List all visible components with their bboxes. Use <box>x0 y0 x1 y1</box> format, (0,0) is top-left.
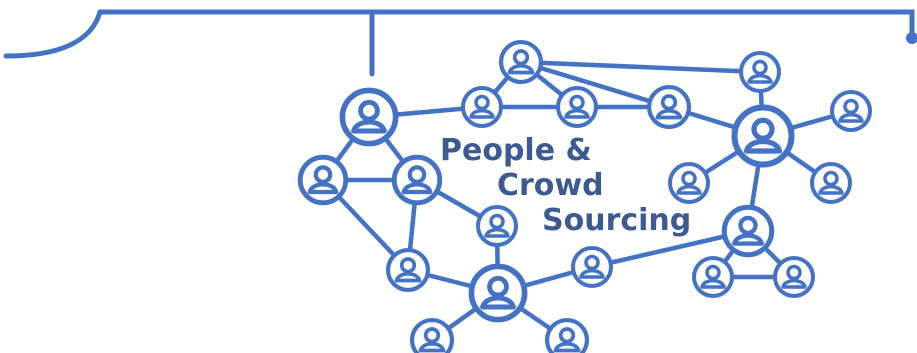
person-icon <box>394 157 440 203</box>
person-icon <box>501 42 541 82</box>
edge <box>518 59 763 75</box>
label-line-2: Crowd <box>497 168 604 203</box>
person-icon <box>547 320 587 353</box>
frame-left-arc <box>3 9 103 59</box>
edge <box>518 59 672 110</box>
person-icon <box>739 51 781 93</box>
person-icon <box>471 266 524 319</box>
label-line-1: People & <box>440 133 592 168</box>
person-icon <box>388 250 428 290</box>
frame-end-dot <box>906 32 917 44</box>
frame-connector <box>3 9 917 77</box>
person-icon <box>810 162 852 204</box>
person-icon <box>461 86 503 128</box>
person-icon <box>300 157 346 203</box>
person-icon <box>830 90 872 132</box>
person-icon <box>724 207 772 255</box>
label-line-3: Sourcing <box>542 203 691 238</box>
person-icon <box>735 108 792 165</box>
person-icon <box>692 256 734 298</box>
person-icon <box>571 246 613 288</box>
person-icon <box>476 205 518 247</box>
person-icon <box>556 86 598 128</box>
person-icon <box>342 90 395 143</box>
person-icon <box>649 87 689 127</box>
diagram-label: People & Crowd Sourcing <box>440 133 691 238</box>
person-icon <box>773 256 815 298</box>
person-icon <box>668 162 710 204</box>
person-icon <box>412 320 452 353</box>
frame-top-line <box>97 9 915 39</box>
edge <box>589 228 751 270</box>
